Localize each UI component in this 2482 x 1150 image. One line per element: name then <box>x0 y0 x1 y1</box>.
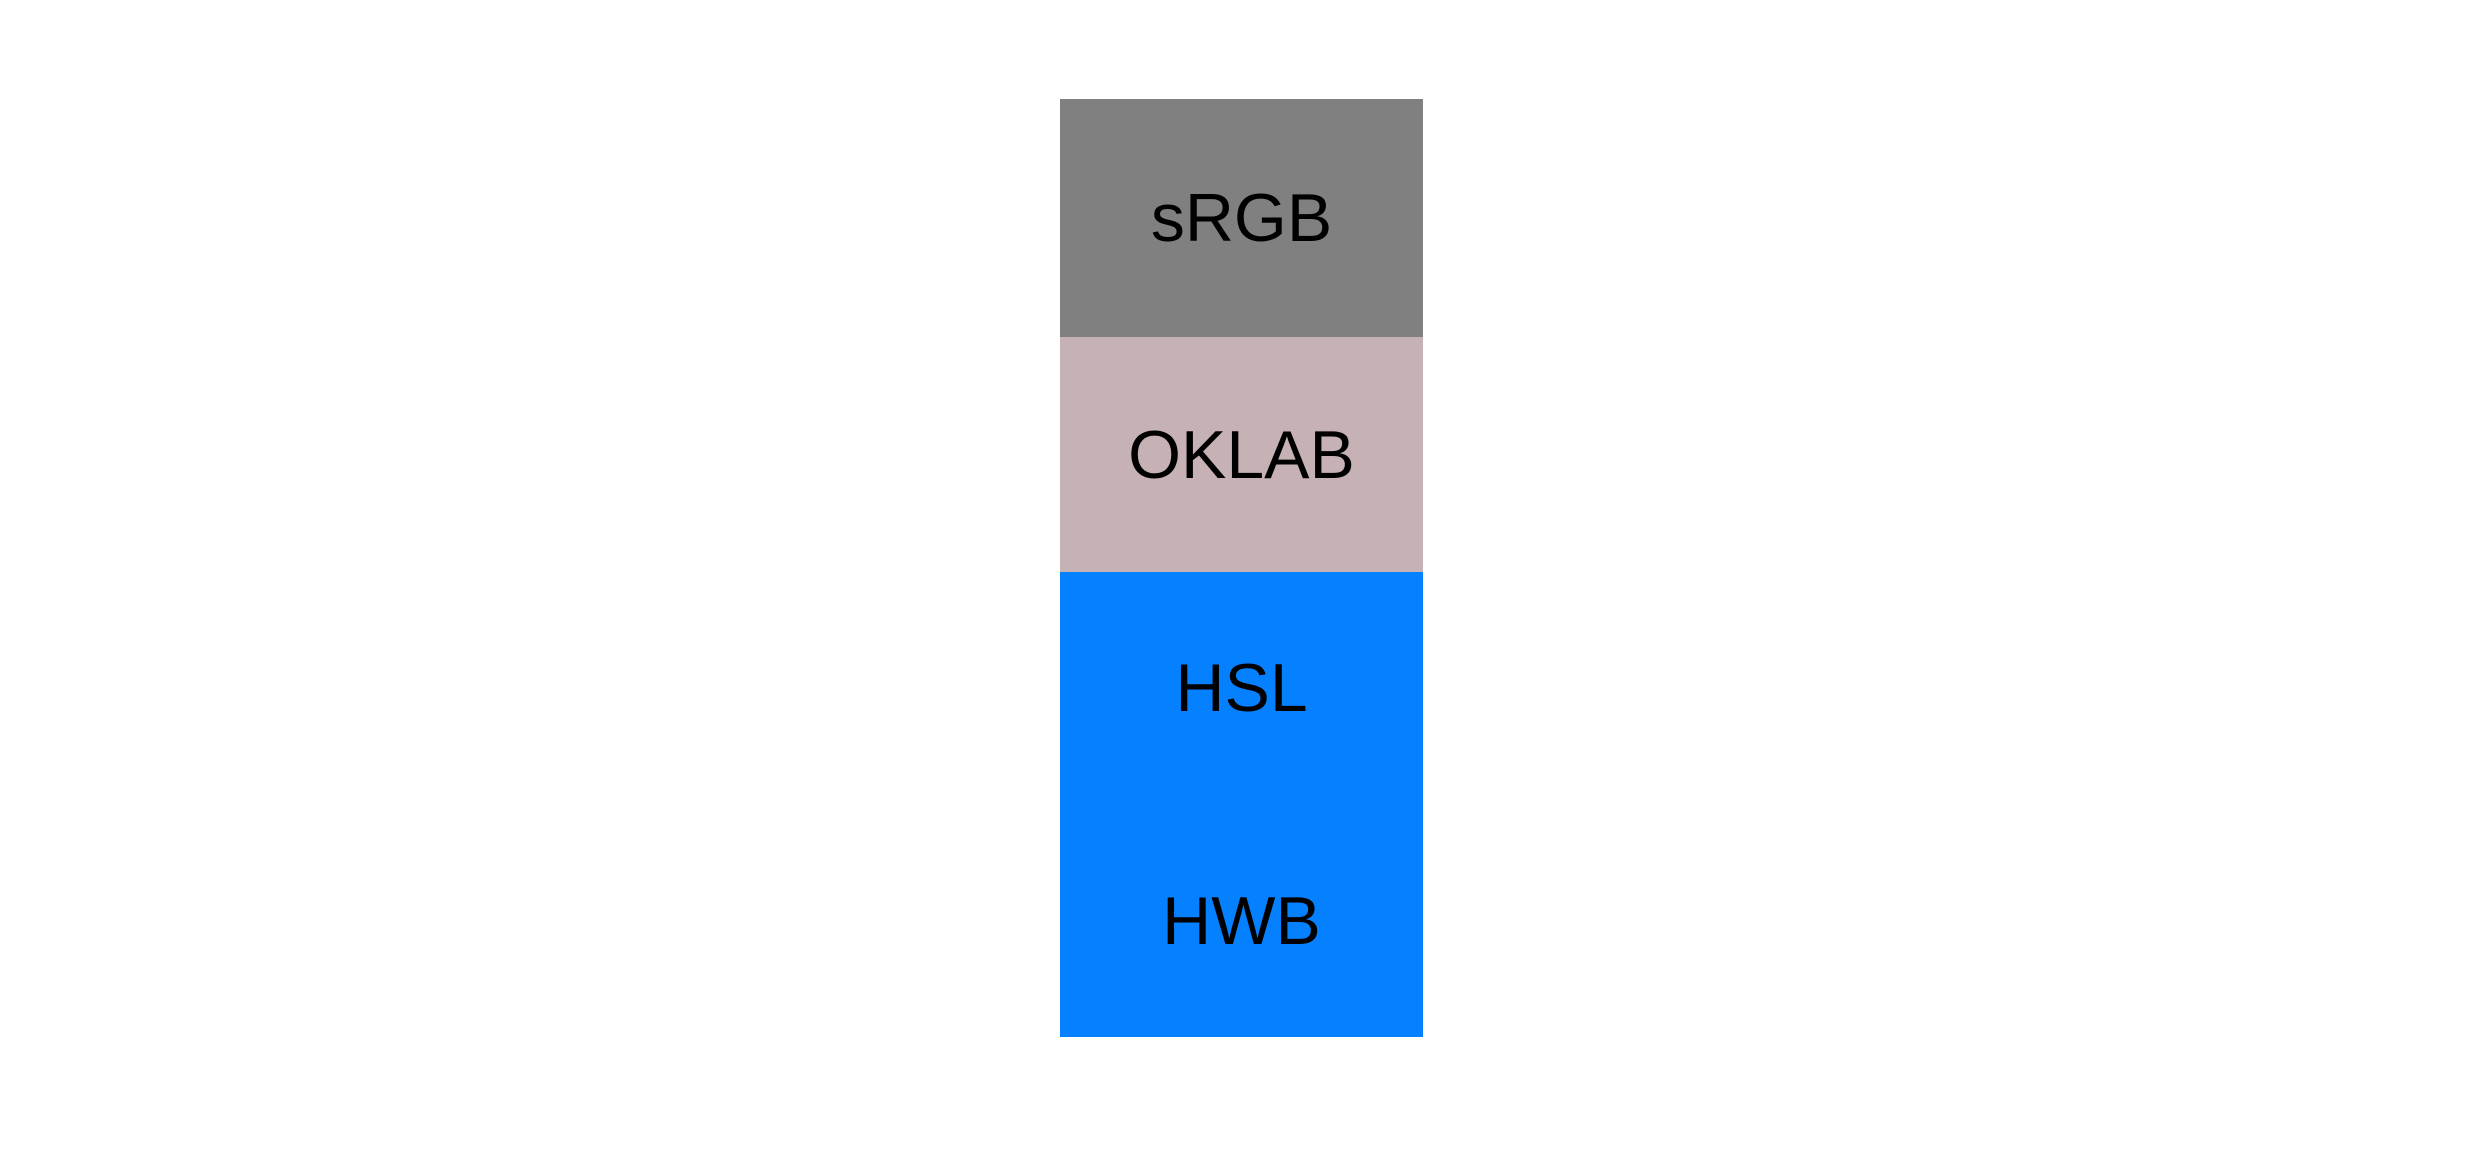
swatch-hsl[interactable]: HSL <box>1060 572 1423 804</box>
swatch-label-hsl: HSL <box>1175 650 1308 726</box>
swatch-oklab[interactable]: OKLAB <box>1060 337 1423 572</box>
swatch-label-oklab: OKLAB <box>1128 416 1355 493</box>
swatch-srgb[interactable]: sRGB <box>1060 99 1423 337</box>
swatch-hwb[interactable]: HWB <box>1060 804 1423 1037</box>
swatch-label-srgb: sRGB <box>1150 180 1333 256</box>
swatch-label-hwb: HWB <box>1162 882 1321 959</box>
color-space-swatch-stack: sRGB OKLAB HSL HWB <box>1060 99 1423 1037</box>
